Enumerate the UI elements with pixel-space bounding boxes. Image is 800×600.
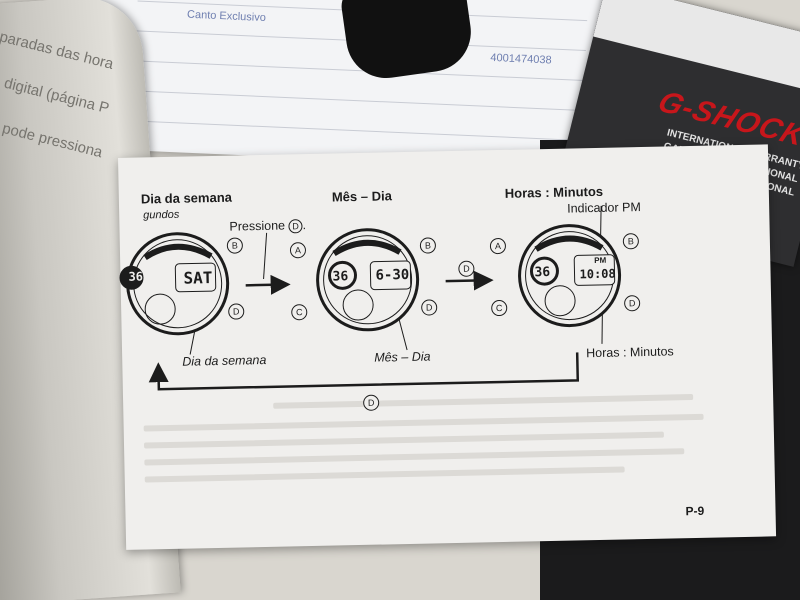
watch-2-bezel <box>316 228 420 332</box>
watch-2-display-text: 6-30 <box>375 266 410 284</box>
watch-2-subdial-value: 36 <box>332 269 349 285</box>
left-page-text-3: ê pode pressiona <box>0 117 105 162</box>
watch-2-month-day <box>316 228 420 332</box>
watch-2-mode-dial <box>342 289 374 321</box>
watch-3-subdial-value: 36 <box>534 264 551 281</box>
caption-hours-minutes: Horas : Minutos <box>586 344 674 361</box>
watch-3-pm-indicator: PM <box>594 255 607 266</box>
diagram-arrows <box>148 205 604 391</box>
watch-1-display-text: SAT <box>183 268 213 288</box>
manual-page: Dia da semana gundos Mês – Dia Horas : M… <box>118 144 777 550</box>
left-page-text-1: separadas das hora <box>0 24 116 73</box>
form-company-label: Canto Exclusivo <box>186 8 267 25</box>
watch-3-subdial <box>529 256 559 286</box>
watch-3-led-arc <box>534 235 604 252</box>
return-arrow <box>148 352 580 391</box>
press-pointer-line <box>263 232 268 280</box>
watch-1-led-arc <box>143 243 213 261</box>
watch-3-display-text: 10:08 <box>579 266 616 282</box>
watch-3-hours-minutes <box>518 224 622 328</box>
page-number: P-9 <box>685 503 705 519</box>
arrow-2-to-3 <box>445 270 494 291</box>
watch-1-display <box>174 262 217 293</box>
left-page-text-2: ra digital (página P <box>0 70 111 118</box>
form-line <box>133 90 584 111</box>
watch-2-led-arc <box>332 239 402 257</box>
form-line <box>132 120 582 141</box>
caption-month-day: Mês – Dia <box>374 349 431 365</box>
caption-weekday: Dia da semana <box>182 352 267 369</box>
watch-2-display <box>369 260 412 291</box>
watch-1-subdial <box>119 265 144 290</box>
watch-3-display <box>573 254 616 286</box>
watch-1-weekday <box>119 232 230 336</box>
watch-1-subdial-value: 36 <box>128 269 144 284</box>
watch-2-dial <box>323 235 413 325</box>
watch-1-mode-dial <box>144 293 176 325</box>
watch-3-bezel <box>518 224 622 328</box>
watch-3-mode-dial <box>544 285 576 317</box>
arrow-1-to-2 <box>245 274 291 295</box>
watch-2-subdial <box>328 260 358 290</box>
form-number: 4001474038 <box>490 51 552 67</box>
card-white-band <box>593 0 800 98</box>
